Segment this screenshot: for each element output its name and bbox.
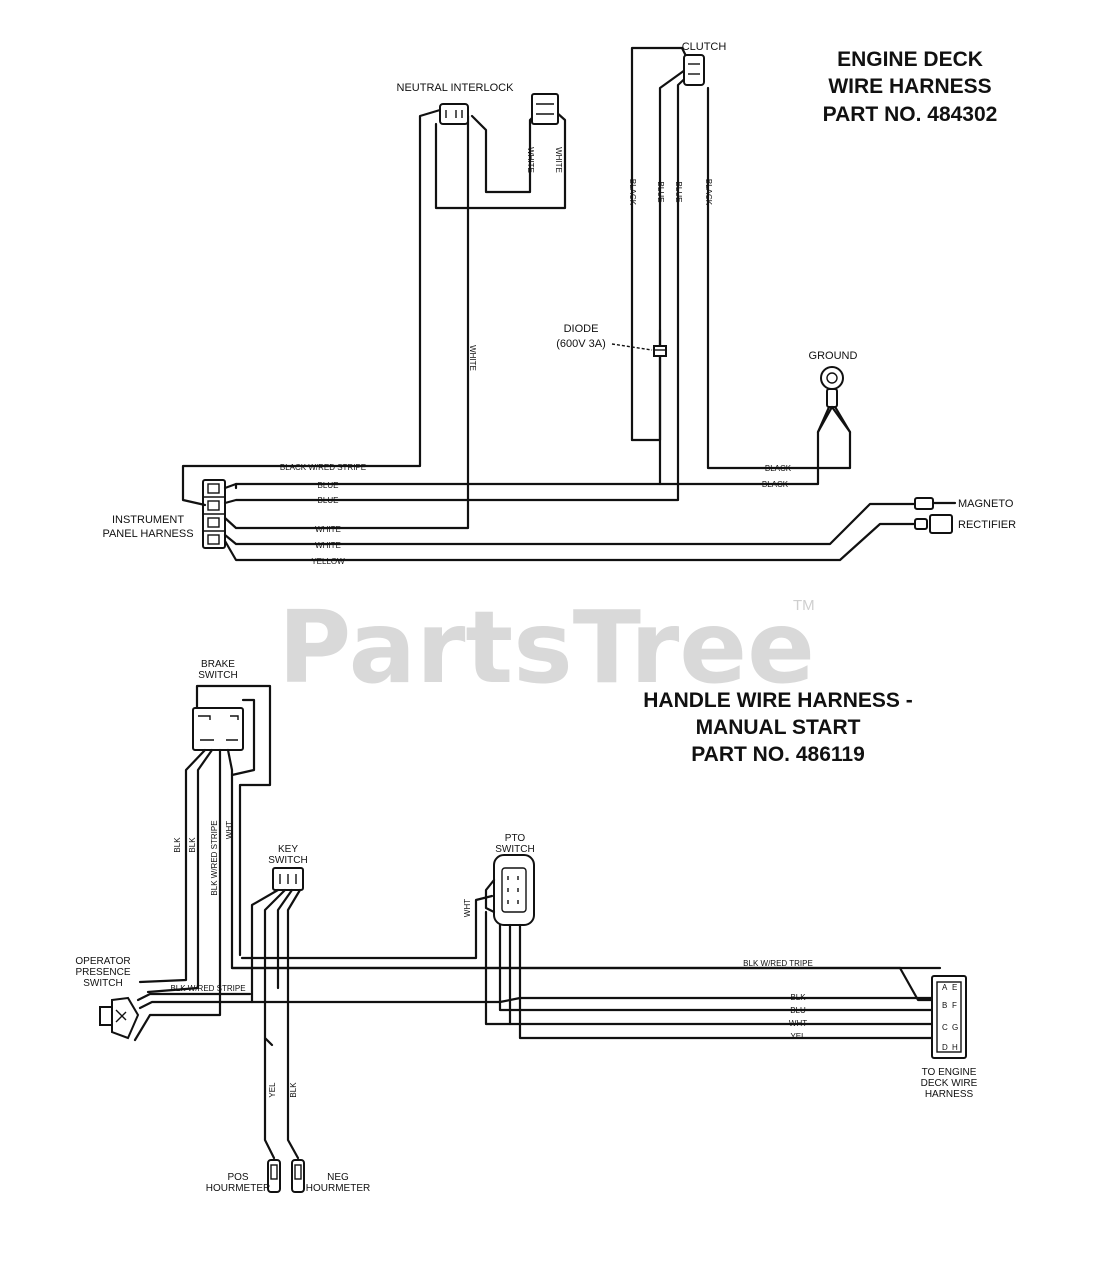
neg-hourmeter-label-2: HOURMETER xyxy=(306,1183,370,1194)
watermark-text: PartsTree xyxy=(278,589,815,706)
brake-switch xyxy=(192,684,272,957)
key-switch xyxy=(250,867,304,1160)
handle-title-line-3: PART NO. 486119 xyxy=(691,743,865,766)
operator-presence-switch xyxy=(99,996,140,1040)
diode-label-1: DIODE xyxy=(564,323,599,335)
wire-label-blk-vertical: BLK xyxy=(289,1082,298,1098)
engine-deck-title-line-1: ENGINE DECK xyxy=(837,48,983,71)
watermark-tm: TM xyxy=(793,597,815,614)
clutch-wire-label-blue-1: BLUE xyxy=(656,182,665,203)
wire-label-blk-1: BLK xyxy=(173,837,182,853)
instrument-panel-label-2: PANEL HARNESS xyxy=(102,528,193,540)
engine-deck-title-line-3: PART NO. 484302 xyxy=(823,103,998,126)
connector-pin-e: E xyxy=(952,983,957,992)
clutch-wire-label-black-2: BLACK xyxy=(704,179,713,206)
neg-hourmeter-label-1: NEG xyxy=(327,1172,349,1183)
connector-pin-f: F xyxy=(952,1001,957,1010)
engine-connector-label-2: DECK WIRE xyxy=(921,1078,978,1089)
magneto-terminal xyxy=(914,497,957,510)
instrument-panel-label-1: INSTRUMENT xyxy=(112,514,184,526)
wire-label-black-red-stripe: BLACK W/RED STRIPE xyxy=(280,463,366,472)
operator-switch-label-2: PRESENCE xyxy=(75,967,130,978)
pos-hourmeter-label-2: HOURMETER xyxy=(206,1183,270,1194)
clutch-connector xyxy=(630,46,705,442)
wire-label-blue-2: BLUE xyxy=(318,496,339,505)
wire-label-white-1: WHITE xyxy=(315,525,341,534)
brake-switch-label-2: SWITCH xyxy=(198,670,237,681)
clutch-label: CLUTCH xyxy=(682,41,727,53)
neutral-interlock-label: NEUTRAL INTERLOCK xyxy=(397,82,515,94)
engine-deck-harness: ENGINE DECK WIRE HARNESS PART NO. 484302… xyxy=(102,41,1016,566)
clutch-wire-label-black-1: BLACK xyxy=(628,179,637,206)
wire-label-blk-horizontal: BLK xyxy=(790,993,806,1002)
wire-label-wht-vertical: WHT xyxy=(225,821,234,839)
key-switch-label-1: KEY xyxy=(278,844,298,855)
connector-pin-d: D xyxy=(942,1043,948,1052)
wire-label-white-vertical: WHITE xyxy=(468,345,477,371)
wire-label-yellow: YELLOW xyxy=(311,557,345,566)
engine-connector-label-3: HARNESS xyxy=(925,1089,974,1100)
connector-pin-a: A xyxy=(942,983,948,992)
engine-connector-label-1: TO ENGINE xyxy=(922,1067,977,1078)
connector-pin-b: B xyxy=(942,1001,947,1010)
pto-switch xyxy=(240,854,942,1040)
wire-label-blu-horizontal: BLU xyxy=(790,1006,806,1015)
instrument-panel-connector xyxy=(202,479,226,549)
wire-label-black-1: BLACK xyxy=(765,464,792,473)
wire-label-blk-red-tripe: BLK W/RED TRIPE xyxy=(743,959,813,968)
interlock-wire-label-white-2: WHITE xyxy=(554,147,563,173)
neutral-interlock-switch xyxy=(434,93,567,210)
handle-title-line-2: MANUAL START xyxy=(696,716,861,739)
pos-hourmeter-terminal xyxy=(267,1159,281,1193)
ground-label: GROUND xyxy=(809,350,858,362)
rectifier-label: RECTIFIER xyxy=(958,519,1016,531)
wire-label-blk-red-stripe-horizontal: BLK W/RED STRIPE xyxy=(170,984,245,993)
rectifier-terminal xyxy=(914,514,953,534)
connector-pin-h: H xyxy=(952,1043,958,1052)
operator-switch-label-3: SWITCH xyxy=(83,978,122,989)
magneto-label: MAGNETO xyxy=(958,498,1014,510)
neg-hourmeter-terminal xyxy=(291,1159,305,1193)
wire-label-blk-red-stripe-vertical: BLK W/RED STRIPE xyxy=(210,820,219,895)
pos-hourmeter-label-1: POS xyxy=(227,1172,248,1183)
wire-label-wht-pto: WHT xyxy=(463,899,472,917)
pto-switch-label-2: SWITCH xyxy=(495,844,534,855)
ground-terminal xyxy=(816,366,852,434)
diode-component xyxy=(611,343,667,357)
diode-label-2: (600V 3A) xyxy=(556,338,606,350)
connector-pin-g: G xyxy=(952,1023,958,1032)
wire-label-white-2: WHITE xyxy=(315,541,341,550)
key-switch-label-2: SWITCH xyxy=(268,855,307,866)
pto-switch-label-1: PTO xyxy=(505,833,526,844)
handle-harness: HANDLE WIRE HARNESS - MANUAL START PART … xyxy=(75,659,977,1194)
wire-label-blue-1: BLUE xyxy=(318,481,339,490)
interlock-wire-label-white-1: WHITE xyxy=(526,147,535,173)
engine-deck-title-line-2: WIRE HARNESS xyxy=(828,75,991,98)
brake-switch-label-1: BRAKE xyxy=(201,659,235,670)
operator-switch-label-1: OPERATOR xyxy=(75,956,130,967)
engine-deck-connector xyxy=(931,975,967,1059)
wire-label-yel-horizontal: YEL xyxy=(790,1032,806,1041)
handle-title-line-1: HANDLE WIRE HARNESS - xyxy=(643,689,913,712)
wire-label-blk-2: BLK xyxy=(188,837,197,853)
wire-label-wht-horizontal: WHT xyxy=(789,1019,807,1028)
wire-label-yel-vertical: YEL xyxy=(268,1082,277,1098)
connector-pin-c: C xyxy=(942,1023,948,1032)
clutch-wire-label-blue-2: BLUE xyxy=(674,182,683,203)
wire-label-black-2: BLACK xyxy=(762,480,789,489)
